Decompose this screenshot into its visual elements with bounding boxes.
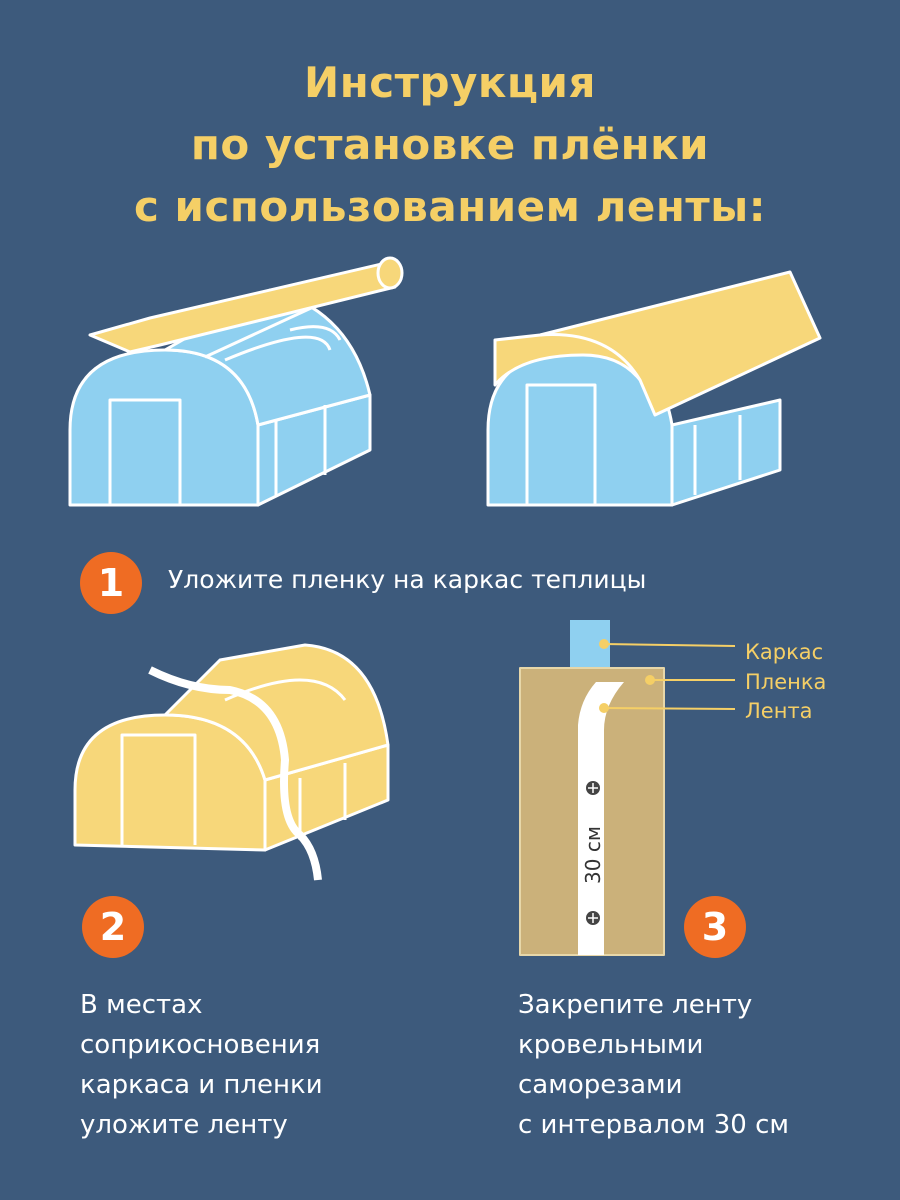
step-1-text: Уложите пленку на каркас теплицы [168, 565, 647, 594]
step-3-line: саморезами [518, 1070, 683, 1100]
step-3-line: кровельными [518, 1030, 704, 1060]
title-line-2: по установке плёнки [190, 120, 710, 169]
step-2-line: соприкосновения [80, 1030, 321, 1060]
fastening-diagram [519, 620, 736, 956]
greenhouse-1-illustration [68, 256, 404, 507]
step-3-text: Закрепите ленту кровельными саморезами с… [518, 985, 789, 1145]
step-2-line: каркаса и пленки [80, 1070, 323, 1100]
title-line-3: с использованием ленты: [134, 182, 766, 231]
greenhouse-2-illustration [486, 270, 822, 507]
step-2-line: уложите ленту [80, 1110, 288, 1140]
greenhouse-3-illustration [73, 643, 390, 881]
step-2-text: В местах соприкосновения каркаса и пленк… [80, 985, 323, 1145]
title-line-1: Инструкция [304, 58, 596, 107]
step-3-badge: 3 [684, 896, 746, 958]
step-2-line: В местах [80, 990, 203, 1020]
page-title: Инструкция по установке плёнки с использ… [0, 52, 900, 238]
legend-tape: Лента [745, 699, 813, 723]
step-2-badge: 2 [82, 896, 144, 958]
legend-film: Пленка [745, 670, 827, 694]
interval-label: 30 см [581, 826, 605, 884]
step-3-line: Закрепите ленту [518, 990, 753, 1020]
step-1-badge: 1 [80, 552, 142, 614]
step-3-line: с интервалом 30 см [518, 1110, 790, 1140]
legend-frame: Каркас [745, 640, 824, 664]
